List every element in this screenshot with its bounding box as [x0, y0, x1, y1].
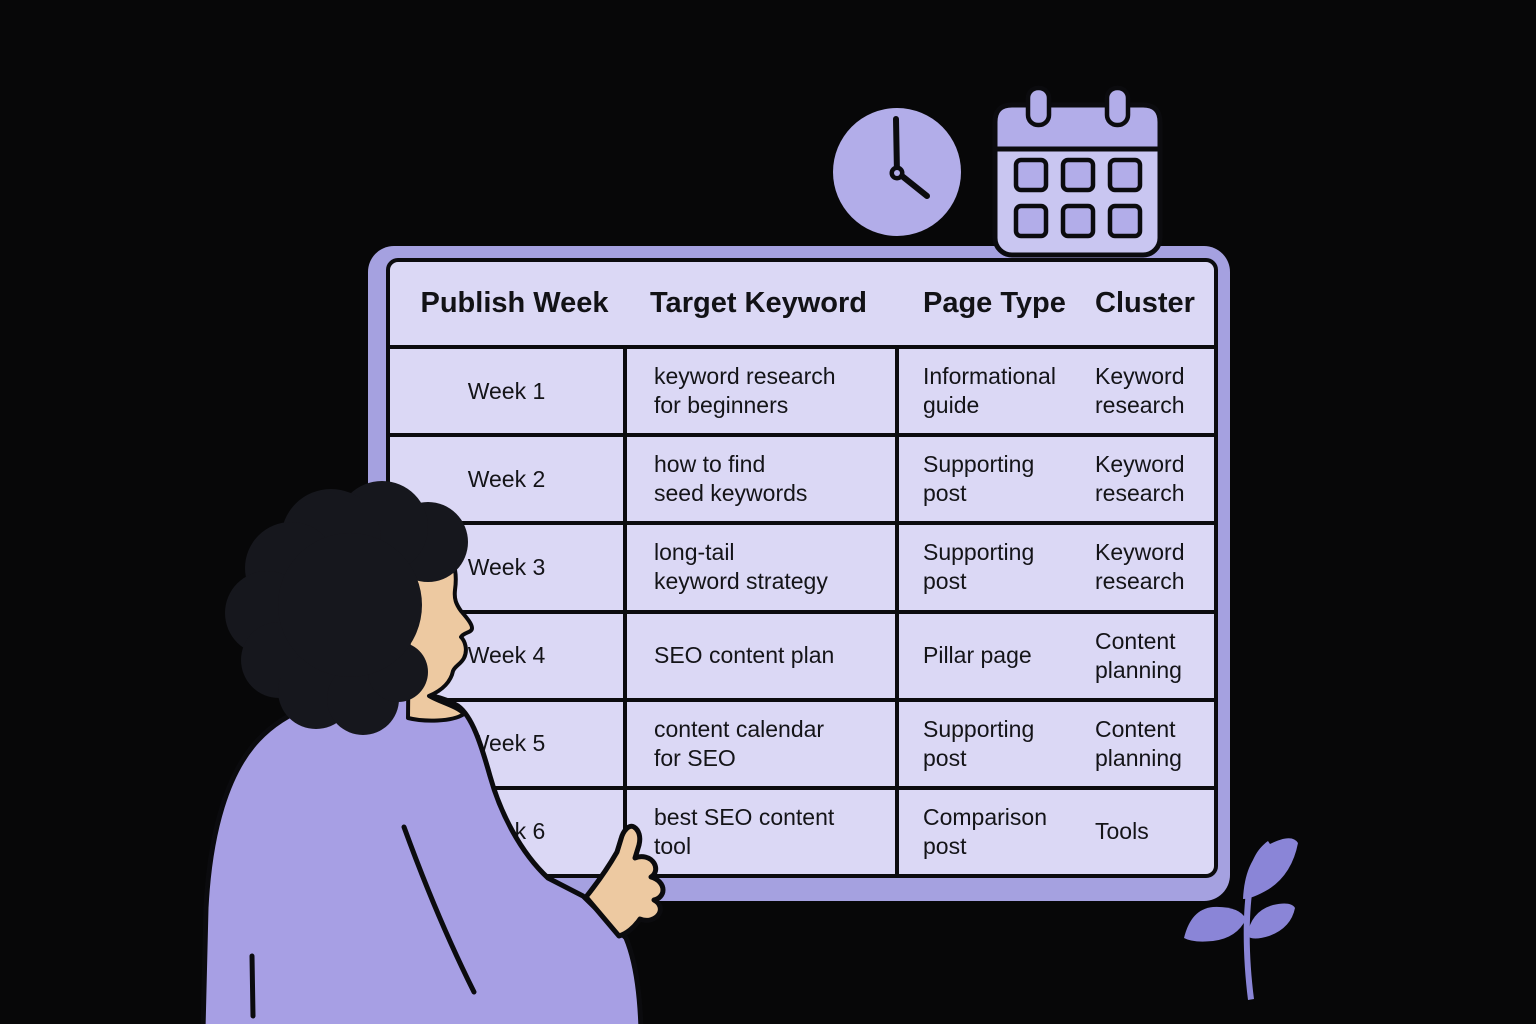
cell-keyword: best SEO content tool: [623, 789, 895, 874]
plant-leaf-top: [1243, 838, 1298, 899]
calendar-day-cells: [1013, 157, 1143, 239]
cell-cluster: Keyword research: [1095, 451, 1185, 507]
table-row-week-3: Week 3 long-tail keyword strategy Suppor…: [390, 521, 1214, 610]
cell-cluster: Content planning: [1095, 715, 1182, 771]
calendar-ring-right: [1104, 85, 1131, 128]
header-target-keyword: Target Keyword: [650, 287, 868, 319]
plant-leaf-left: [1184, 906, 1246, 942]
cell-keyword: how to find seed keywords: [623, 437, 895, 522]
plant-leaf-right: [1247, 903, 1295, 939]
cell-page-type: Supporting post: [923, 539, 1035, 595]
schedule-board-frame: Publish Week Target Keyword Page Type Cl…: [368, 246, 1230, 901]
cell-cluster: Tools: [1095, 818, 1149, 845]
cell-keyword: content calendar for SEO: [623, 701, 895, 786]
cell-keyword: long-tail keyword strategy: [623, 525, 895, 610]
cell-page-type: Informational guide: [923, 363, 1056, 419]
calendar-icon: [992, 85, 1163, 258]
header-page-type: Page Type: [923, 287, 1066, 319]
table-header-row: Publish Week Target Keyword Page Type Cl…: [390, 262, 1214, 345]
cell-cluster: Keyword research: [1095, 539, 1185, 595]
header-cluster: Cluster: [1095, 287, 1195, 319]
cell-week: Week 1: [467, 377, 546, 404]
cell-week: Week 4: [467, 642, 546, 669]
cell-cluster: Content planning: [1095, 627, 1182, 683]
cell-week: Week 6: [467, 818, 546, 845]
cell-keyword: SEO content plan: [623, 613, 895, 698]
cell-cluster: Keyword research: [1095, 363, 1185, 419]
cell-week: Week 2: [467, 465, 546, 492]
table-row-week-1: Week 1 keyword research for beginners In…: [390, 345, 1214, 434]
table-row-week-2: Week 2 how to find seed keywords Support…: [390, 433, 1214, 522]
calendar-header-band: [992, 102, 1163, 152]
cell-page-type: Supporting post: [923, 451, 1035, 507]
cell-page-type: Comparison post: [923, 803, 1047, 859]
sweater-back-crease: [249, 953, 256, 1019]
clock-icon: [833, 108, 961, 236]
cell-page-type: Supporting post: [923, 715, 1035, 771]
seo-content-calendar-table: Publish Week Target Keyword Page Type Cl…: [386, 258, 1218, 878]
clock-hour-hand: [894, 169, 930, 199]
cell-keyword: keyword research for beginners: [623, 349, 895, 434]
table-row-week-5: Week 5 content calendar for SEO Supporti…: [390, 697, 1214, 786]
cell-week: Week 5: [467, 730, 546, 757]
header-publish-week: Publish Week: [420, 287, 609, 319]
table-body: Week 1 keyword research for beginners In…: [390, 345, 1214, 874]
calendar-ring-left: [1025, 85, 1052, 128]
clock-minute-hand: [893, 116, 900, 177]
cell-week: Week 3: [467, 553, 546, 580]
table-row-week-4: Week 4 SEO content plan Pillar page Cont…: [390, 609, 1214, 698]
cell-page-type: Pillar page: [923, 642, 1032, 669]
plant-stem: [1243, 841, 1272, 1000]
table-row-week-6: Week 6 best SEO content tool Comparison …: [390, 785, 1214, 874]
